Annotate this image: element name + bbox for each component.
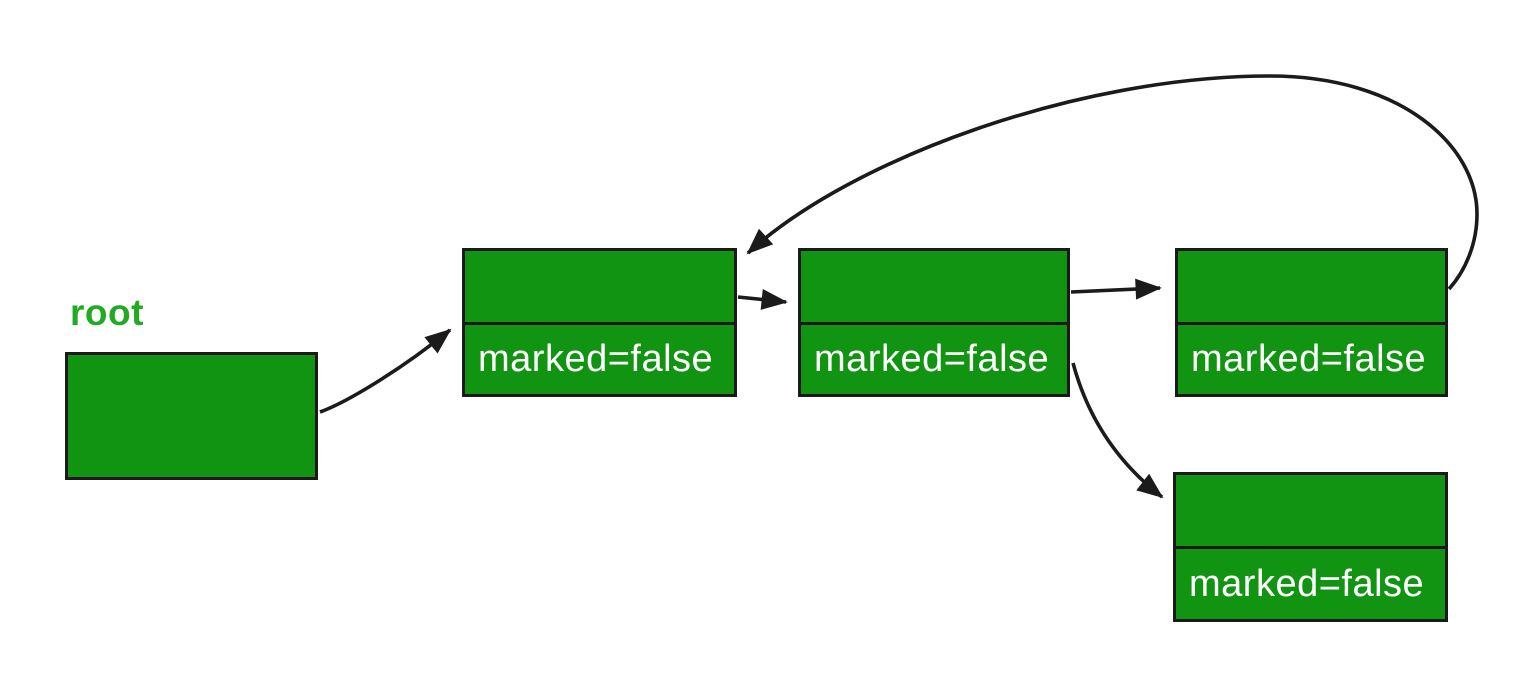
root-label: root: [70, 292, 144, 333]
node-pointer-slot: [1176, 475, 1445, 546]
node-pointer-slot: [801, 251, 1067, 322]
node-marked-label: marked=false: [801, 322, 1067, 394]
node-pointer-slot: [465, 251, 734, 322]
edge-root-to-node1: [319, 328, 452, 414]
heap-node: marked=false: [462, 248, 737, 397]
heap-node: marked=false: [1175, 248, 1448, 397]
node-pointer-slot: [1178, 251, 1445, 322]
heap-node: marked=false: [798, 248, 1070, 397]
node-marked-label: marked=false: [1176, 546, 1445, 619]
edge-node1-to-node2: [737, 289, 788, 310]
heap-node: marked=false: [1173, 472, 1448, 622]
root-box: [65, 352, 318, 480]
node-marked-label: marked=false: [1178, 322, 1445, 394]
node-marked-label: marked=false: [465, 322, 734, 394]
edge-node2-to-node3: [1070, 278, 1162, 300]
edge-node2-to-node4: [1071, 362, 1164, 499]
